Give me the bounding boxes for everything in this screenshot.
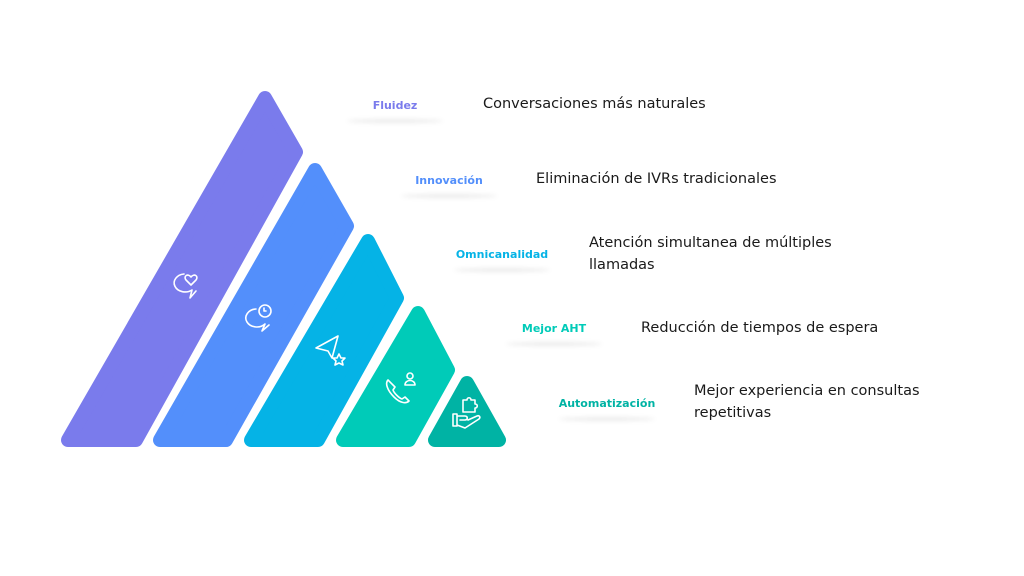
pyramid-segment-mejor-aht [336,306,455,447]
description-omnicanalidad: Atención simultanea de múltiples llamada… [589,235,832,273]
hand-puzzle-icon [452,396,481,429]
phone-user-icon [385,372,416,404]
label-pill-automatizacion: Automatización [551,390,663,416]
pyramid-segment-omnicanalidad [244,234,404,447]
paper-plane-star-icon [315,335,346,366]
chat-heart-icon [173,273,198,299]
label-pill-mejor-aht: Mejor AHT [498,315,610,341]
description-automatizacion: Mejor experiencia en consultas repetitiv… [694,383,920,421]
label-pill-omnicanalidad: Omnicanalidad [446,241,558,267]
chat-clock-icon [245,304,272,332]
label-pill-innovacion: Innovación [393,167,505,193]
label-pill-fluidez: Fluidez [339,92,451,118]
description-fluidez: Conversaciones más naturales [483,96,706,112]
pyramid-segment-innovacion [153,163,354,447]
pyramid-segment-fluidez [61,91,303,447]
description-innovacion: Eliminación de IVRs tradicionales [536,171,777,187]
description-mejor-aht: Reducción de tiempos de espera [641,320,879,336]
